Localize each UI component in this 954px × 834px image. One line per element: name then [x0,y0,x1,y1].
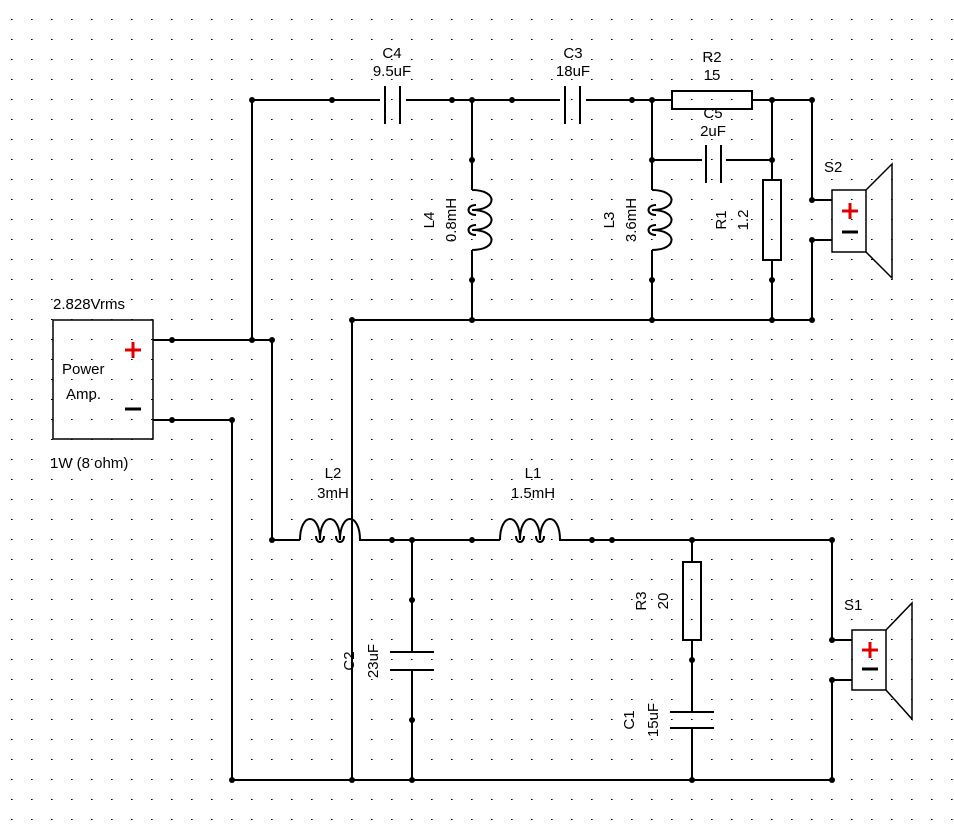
c4-value: 9.5uF [373,63,411,80]
junction-node [469,317,475,323]
s1-label: S1 [844,597,862,614]
junction-node [589,537,595,543]
l3-ref: L3 [601,212,618,229]
junction-node [809,317,815,323]
amp-voltage-label: 2.828Vrms [53,296,125,313]
junction-node [829,777,835,783]
junction-node [269,337,275,343]
r2-ref: R2 [702,49,721,66]
junction-node [809,197,815,203]
capacitor-c5[interactable] [705,145,722,183]
resistor-r3[interactable] [682,561,702,641]
junction-node [469,97,475,103]
r1-value: 1.2 [735,210,752,231]
l3-value: 3.6mH [623,198,640,242]
junction-node [769,97,775,103]
c1-ref: C1 [621,710,638,729]
l1-ref: L1 [525,465,542,482]
junction-node [509,97,515,103]
junction-node [409,717,415,723]
resistor-r2[interactable] [671,90,753,110]
c2-value: 23uF [365,644,382,678]
l4-ref: L4 [421,212,438,229]
junction-node [689,777,695,783]
junction-node [829,637,835,643]
junction-node [769,157,775,163]
r3-value: 20 [655,593,672,610]
junction-node [169,337,175,343]
c3-value: 18uF [556,63,590,80]
amp-power-label: 1W (8 ohm) [50,455,128,472]
junction-node [469,277,475,283]
speaker-s2[interactable] [831,162,893,280]
l4-value: 0.8mH [443,198,460,242]
junction-node [769,317,775,323]
junction-node [689,657,695,663]
junction-node [769,277,775,283]
junction-node [629,97,635,103]
junction-node [229,417,235,423]
inductor-l2[interactable] [299,518,362,543]
l1-value: 1.5mH [511,485,555,502]
junction-node [649,277,655,283]
resistor-r1[interactable] [762,179,782,261]
capacitor-c2[interactable] [390,651,434,671]
inductor-l3[interactable] [647,189,673,251]
c3-ref: C3 [563,45,582,62]
l2-value: 3mH [317,485,349,502]
junction-node [349,317,355,323]
junction-node [609,537,615,543]
speaker-s1[interactable] [851,601,913,721]
c4-ref: C4 [382,45,401,62]
junction-node [649,317,655,323]
junction-node [409,777,415,783]
s2-label: S2 [824,159,842,176]
junction-node [469,537,475,543]
junction-nodes [169,97,835,783]
junction-node [409,597,415,603]
c5-ref: C5 [703,105,722,122]
c2-ref: C2 [341,651,358,670]
r2-value: 15 [704,67,721,84]
junction-node [809,237,815,243]
capacitor-c3[interactable] [564,86,581,124]
junction-node [809,97,815,103]
junction-node [829,537,835,543]
r3-ref: R3 [633,591,650,610]
amp-label-amp: Amp. [66,386,101,403]
l2-ref: L2 [325,465,342,482]
power-amp[interactable]: Power Amp. [52,319,154,440]
junction-node [169,417,175,423]
junction-node [469,157,475,163]
junction-node [229,777,235,783]
inductor-l1[interactable] [499,518,562,543]
junction-node [249,337,255,343]
inductor-l4[interactable] [467,189,493,251]
junction-node [649,97,655,103]
junction-node [829,677,835,683]
junction-node [349,777,355,783]
capacitor-c4[interactable] [384,86,401,124]
c5-value: 2uF [700,123,726,140]
r1-ref: R1 [713,210,730,229]
junction-node [449,97,455,103]
c1-value: 15uF [645,703,662,737]
junction-node [409,537,415,543]
capacitor-c1[interactable] [670,711,714,729]
junction-node [689,537,695,543]
junction-node [649,157,655,163]
junction-node [389,537,395,543]
junction-node [329,97,335,103]
junction-node [249,97,255,103]
amp-label-power: Power [62,361,105,378]
junction-node [269,537,275,543]
